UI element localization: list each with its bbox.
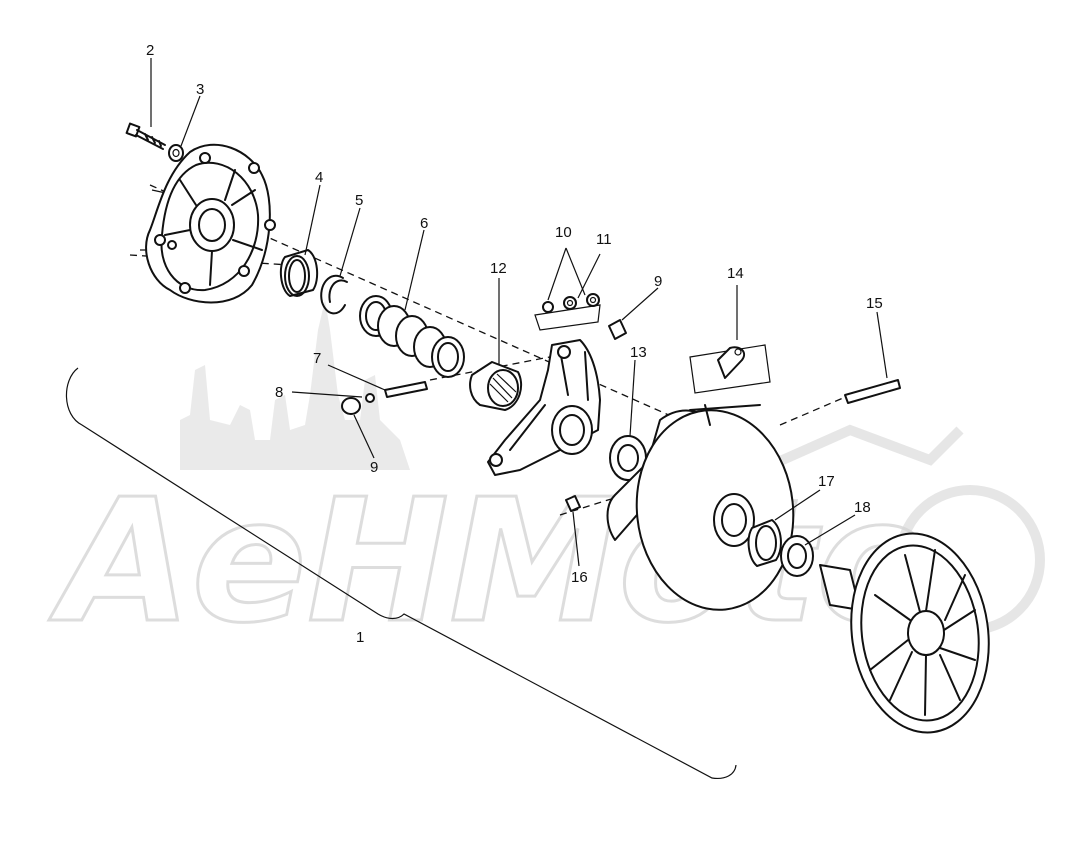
callout-1: 1 (356, 629, 364, 646)
part-plug-16 (565, 495, 581, 512)
leader-lines (150, 58, 888, 567)
callout-7: 7 (313, 350, 321, 367)
parts-10-11-detail (534, 293, 601, 331)
callout-14: 14 (727, 265, 744, 282)
part-stationary-sheave (819, 532, 990, 734)
watermark-skyline-shape (180, 300, 410, 470)
part-spring-6 (359, 295, 465, 378)
part-washer-18 (780, 535, 814, 577)
part-bushing-17 (747, 519, 782, 567)
part-snap-ring-5 (320, 274, 348, 315)
callout-9-left: 9 (370, 459, 378, 476)
part-pin-7 (384, 381, 428, 398)
callout-labels: 2 3 4 5 6 7 8 9 10 11 12 9 13 14 15 16 1… (146, 42, 883, 646)
part-plug-8 (365, 393, 375, 403)
part-rod-15 (844, 379, 901, 404)
callout-5: 5 (355, 192, 363, 209)
part-bolt-2 (125, 122, 166, 150)
part-clip-14 (689, 344, 771, 394)
callout-12: 12 (490, 260, 507, 277)
part-button-9-left (341, 397, 361, 415)
callout-13: 13 (630, 344, 647, 361)
callout-11: 11 (596, 231, 612, 248)
callout-6: 6 (420, 215, 428, 232)
callout-15: 15 (866, 295, 883, 312)
callout-17: 17 (818, 473, 835, 490)
part-cam-12 (469, 361, 523, 411)
part-bushing-4 (279, 249, 319, 297)
callout-4: 4 (315, 169, 323, 186)
callout-3: 3 (196, 81, 204, 98)
part-spider-arm (487, 339, 601, 476)
part-washer-3 (168, 144, 184, 162)
callout-18: 18 (854, 499, 871, 516)
part-cover-plate (145, 143, 276, 304)
callout-8: 8 (275, 384, 283, 401)
callout-2: 2 (146, 42, 154, 59)
part-button-9-right (608, 319, 627, 340)
callout-9-right: 9 (654, 273, 662, 290)
callout-10: 10 (555, 224, 572, 241)
assembly-bracket (65, 367, 737, 780)
callout-16: 16 (571, 569, 588, 586)
